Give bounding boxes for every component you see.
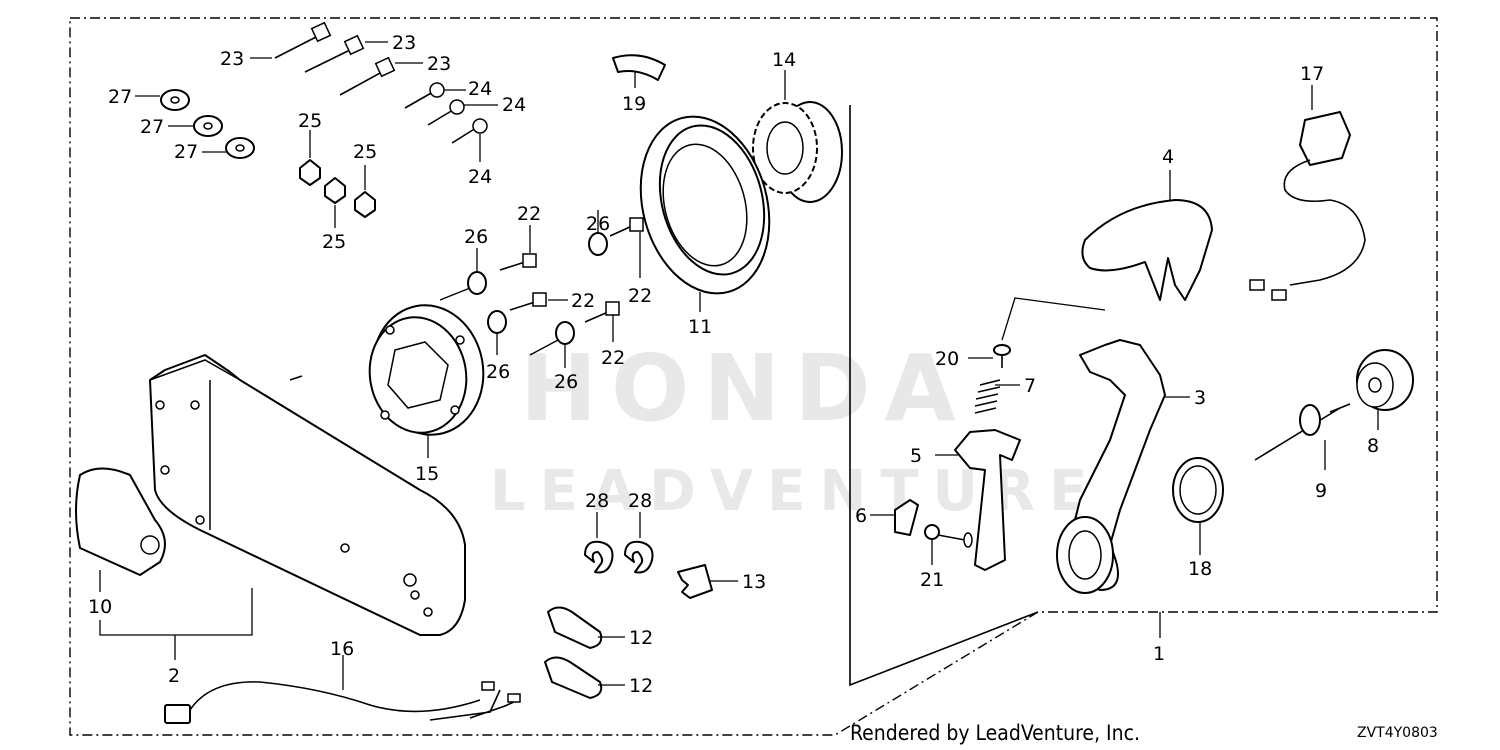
- callout-7: 7: [1024, 375, 1036, 397]
- cam-12-group: [544, 606, 603, 699]
- washer-26-group: [467, 232, 608, 345]
- callout-5: 5: [910, 445, 922, 467]
- bolt-23-group: [274, 21, 396, 96]
- spring-7: [974, 379, 1001, 414]
- callout-28-b: 28: [628, 490, 652, 512]
- callout-10: 10: [88, 596, 112, 618]
- callout-15: 15: [415, 463, 439, 485]
- diagram-code: ZVT4Y0803: [1357, 725, 1438, 741]
- clip-28-group: [584, 540, 654, 574]
- clip-13: [677, 564, 713, 599]
- callout-22-c: 22: [628, 285, 652, 307]
- callout-23-c: 23: [427, 53, 451, 75]
- bolt-21: [924, 524, 973, 548]
- leader-4-20: [1001, 297, 1106, 341]
- callout-24-b: 24: [502, 94, 526, 116]
- callout-8: 8: [1367, 435, 1379, 457]
- pin-6: [894, 499, 919, 536]
- callout-6: 6: [855, 505, 867, 527]
- callout-17: 17: [1300, 63, 1324, 85]
- washer-27-group: [160, 89, 255, 159]
- callout-23-b: 23: [392, 32, 416, 54]
- watermark-sub: LEADVENTURE: [490, 459, 1101, 524]
- callout-26-a: 26: [464, 226, 488, 248]
- screw-24-group: [404, 82, 488, 144]
- callout-26-d: 26: [554, 371, 578, 393]
- callout-12-b: 12: [629, 675, 653, 697]
- callout-25-b: 25: [322, 231, 346, 253]
- credit-text: Rendered by LeadVenture, Inc.: [850, 721, 1140, 745]
- latch-5: [954, 429, 1021, 571]
- control-lever-3: [1056, 339, 1166, 594]
- callout-20: 20: [935, 348, 959, 370]
- callout-25-a: 25: [298, 110, 322, 132]
- bolt-22-group: [499, 217, 644, 323]
- callout-22-d: 22: [601, 347, 625, 369]
- callout-13: 13: [742, 571, 766, 593]
- callout-4: 4: [1162, 146, 1174, 168]
- gear-14: [752, 101, 843, 203]
- lever-grip-4: [1081, 199, 1213, 301]
- callout-9: 9: [1315, 480, 1327, 502]
- callout-26-b: 26: [486, 361, 510, 383]
- screw-20: [993, 344, 1011, 368]
- watermark: HONDA LEADVENTURE: [490, 335, 1101, 524]
- callout-27-b: 27: [140, 116, 164, 138]
- callout-19: 19: [622, 93, 646, 115]
- callout-22-b: 22: [571, 290, 595, 312]
- callout-2: 2: [168, 665, 180, 687]
- shaft-9: [1254, 403, 1351, 461]
- callout-27-c: 27: [174, 141, 198, 163]
- callout-11: 11: [688, 316, 712, 338]
- callout-24-c: 24: [468, 166, 492, 188]
- cap-8: [1356, 349, 1414, 411]
- callout-14: 14: [772, 49, 796, 71]
- leader-2: [99, 588, 253, 660]
- cover-housing-2: [149, 354, 466, 636]
- flange-15: [368, 304, 485, 436]
- callout-25-c: 25: [353, 141, 377, 163]
- callout-22-a: 22: [517, 203, 541, 225]
- ring-housing-11: [639, 115, 771, 295]
- callout-23-a: 23: [220, 48, 244, 70]
- callout-26-c: 26: [586, 213, 610, 235]
- wire-harness-16: [164, 681, 521, 724]
- callout-1: 1: [1153, 643, 1165, 665]
- clip-19: [612, 54, 666, 81]
- nut-25-group: [299, 159, 376, 218]
- assembly-boundary: [849, 105, 1039, 687]
- callout-27-a: 27: [108, 86, 132, 108]
- watermark-brand: HONDA: [520, 335, 970, 442]
- callout-18: 18: [1188, 558, 1212, 580]
- callout-3: 3: [1194, 387, 1206, 409]
- grip-10: [75, 467, 166, 576]
- switch-17: [1249, 111, 1366, 301]
- callout-12-a: 12: [629, 627, 653, 649]
- callout-28-a: 28: [585, 490, 609, 512]
- callout-16: 16: [330, 638, 354, 660]
- callout-24-a: 24: [468, 78, 492, 100]
- callout-21: 21: [920, 569, 944, 591]
